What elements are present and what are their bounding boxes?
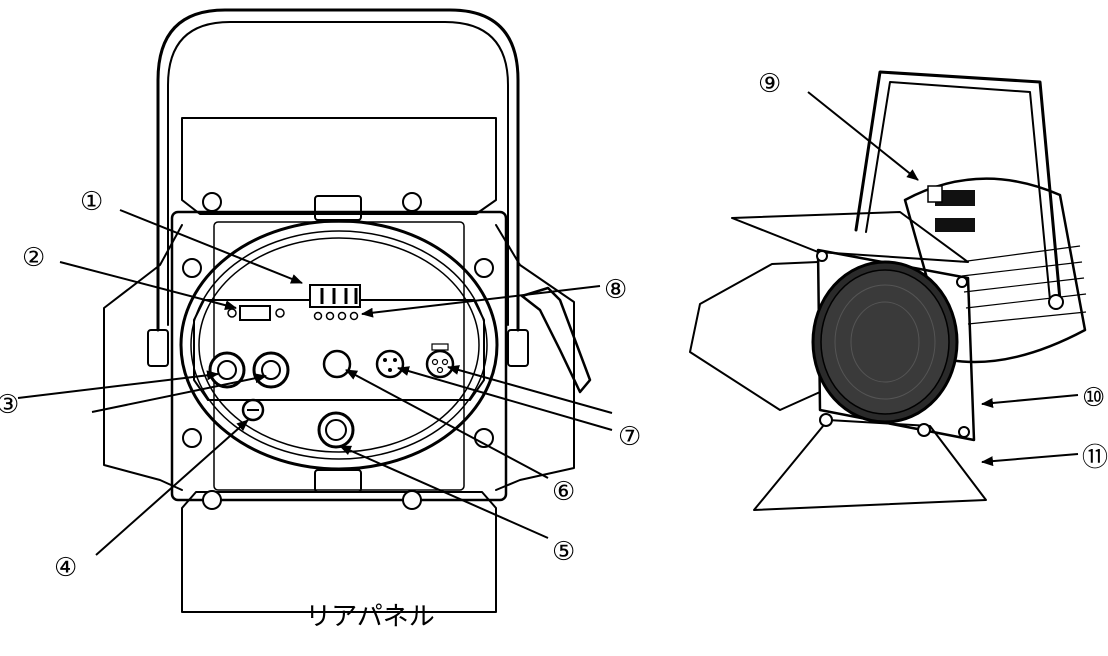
angled-body — [903, 177, 1087, 364]
barndoor-right — [495, 224, 575, 491]
callout-2: ② — [22, 243, 45, 273]
leader-lines-left — [17, 209, 613, 556]
barndoor-bottom — [181, 491, 497, 613]
rear-panel-caption: リアパネル — [305, 602, 435, 632]
leader-lines-right — [807, 91, 1079, 467]
callout-5: ⑤ — [552, 537, 575, 567]
angled-barndoor-bottom — [753, 419, 987, 511]
callout-11: ⑪ — [1082, 443, 1108, 473]
callout-1: ① — [80, 187, 103, 217]
fuse-holder — [239, 305, 271, 321]
rear-panel-oval-outer — [179, 219, 499, 471]
rear-view-drawing — [103, 8, 592, 613]
callout-7: ⑦ — [618, 422, 641, 452]
callout-9: ⑨ — [758, 69, 781, 99]
callout-3: ③ — [0, 390, 19, 420]
callout-labels: ① ② ③ ④ ⑤ ⑥ ⑦ ⑧ ⑨ ⑩ ⑪ — [0, 69, 1108, 583]
angled-barndoor-left — [689, 261, 821, 411]
barndoor-left — [103, 224, 183, 491]
tilt-handle — [520, 286, 592, 394]
callout-8: ⑧ — [604, 275, 627, 305]
angled-view-drawing — [689, 70, 1087, 511]
callout-6: ⑥ — [552, 477, 575, 507]
control-buttons — [313, 311, 359, 321]
corner-screws — [182, 192, 494, 510]
yoke-outer — [156, 8, 520, 332]
callout-4: ④ — [54, 553, 77, 583]
callout-10: ⑩ — [1082, 383, 1105, 413]
power-connectors — [208, 351, 290, 389]
barndoor-top — [181, 117, 497, 215]
angled-barndoor-top — [731, 211, 969, 263]
dmx-connectors — [375, 343, 455, 379]
ir-sensor — [322, 349, 352, 379]
yoke-inner — [167, 21, 509, 326]
body-frame — [170, 210, 508, 502]
